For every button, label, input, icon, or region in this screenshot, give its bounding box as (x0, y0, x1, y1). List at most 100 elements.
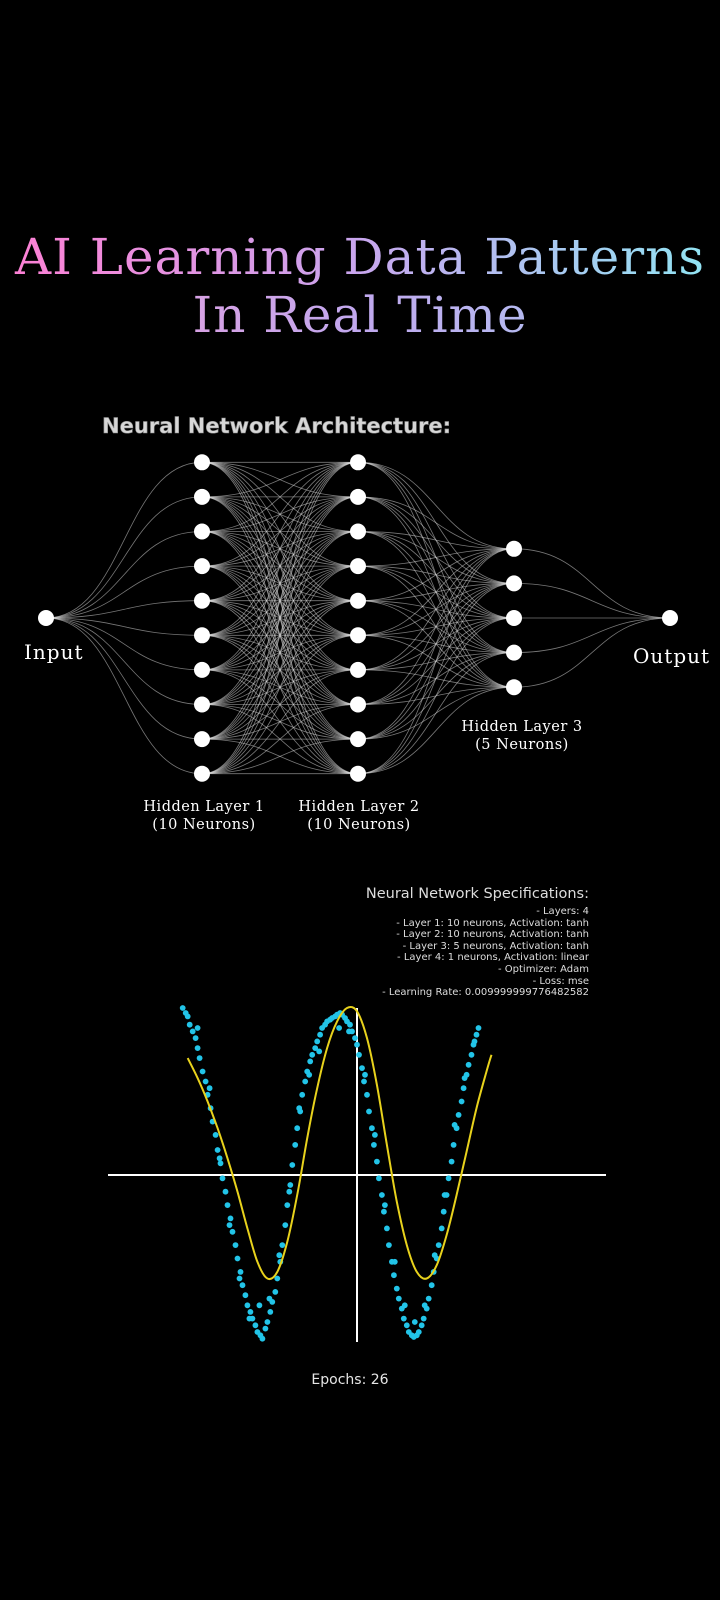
network-connection (357, 496, 515, 550)
neuron-hidden2-5 (350, 592, 366, 609)
data-point (354, 1041, 360, 1048)
data-point (227, 1215, 234, 1222)
data-point (306, 1071, 313, 1078)
data-point (196, 1055, 203, 1061)
network-connection (201, 461, 359, 532)
data-point (212, 1132, 219, 1138)
layer-label-hidden-3: Hidden Layer 3 (5 Neurons) (446, 718, 598, 754)
data-point (374, 1158, 380, 1165)
network-connection (513, 583, 671, 619)
data-point (314, 1038, 321, 1045)
neuron-output-1 (662, 610, 678, 626)
data-point (219, 1175, 226, 1182)
data-point (391, 1258, 398, 1265)
data-point (282, 1222, 289, 1228)
neuron-hidden2-4 (350, 558, 366, 575)
data-point (262, 1325, 269, 1332)
data-point (244, 1302, 251, 1309)
data-point (415, 1329, 422, 1335)
layer-label-hidden-2-count: (10 Neurons) (307, 817, 411, 833)
data-point (239, 1282, 246, 1289)
network-connection (45, 617, 203, 740)
data-point (309, 1051, 316, 1058)
data-point (224, 1202, 231, 1208)
data-point (289, 1162, 296, 1168)
neuron-hidden1-10 (194, 765, 210, 782)
network-connection (201, 461, 359, 602)
neuron-hidden1-9 (194, 731, 210, 748)
data-point (284, 1202, 291, 1208)
data-point (420, 1315, 427, 1322)
network-connection (201, 704, 359, 775)
data-point (451, 1122, 458, 1128)
network-connection (201, 461, 359, 671)
data-point (237, 1269, 244, 1275)
network-connection (201, 738, 359, 775)
data-point (352, 1035, 358, 1041)
fit-line-series (186, 1005, 493, 1281)
data-point (252, 1322, 259, 1329)
fit-line (186, 1005, 493, 1281)
data-point (401, 1302, 408, 1309)
network-connection (513, 617, 671, 688)
data-point (371, 1142, 377, 1148)
neuron-hidden1-3 (194, 523, 210, 540)
data-point (369, 1125, 375, 1132)
data-point (418, 1322, 425, 1329)
data-point (336, 1025, 342, 1031)
spec-line: - Layers: 4 (536, 906, 589, 917)
data-point (276, 1252, 283, 1259)
data-point (372, 1132, 378, 1138)
network-connection (201, 669, 359, 775)
neuron-hidden3-4 (506, 644, 522, 661)
network-connection (357, 548, 515, 705)
data-point (347, 1021, 353, 1028)
network-connection (45, 531, 203, 619)
neuron-hidden1-6 (194, 627, 210, 644)
layer-label-hidden-2: Hidden Layer 2 (10 Neurons) (283, 798, 435, 834)
network-connection (357, 548, 515, 671)
network-connection (357, 548, 515, 740)
network-connection (357, 548, 515, 602)
network-connection (357, 686, 515, 775)
data-point (381, 1208, 387, 1215)
data-point (229, 1228, 236, 1235)
data-point (267, 1309, 274, 1315)
neuron-hidden2-7 (350, 661, 366, 678)
data-point (445, 1175, 452, 1182)
data-point (435, 1242, 442, 1248)
network-connection (45, 617, 203, 636)
data-point (391, 1272, 397, 1279)
scatter-series (179, 1005, 482, 1342)
neuron-hidden1-7 (194, 661, 210, 678)
data-point (475, 1025, 482, 1031)
network-specifications: Neural Network Specifications: - Layers:… (366, 884, 589, 999)
network-connection (357, 548, 515, 775)
network-connection (201, 634, 359, 775)
spec-line: - Optimizer: Adam (498, 963, 589, 975)
data-point (296, 1105, 303, 1112)
data-point (361, 1078, 367, 1085)
network-connection (45, 565, 203, 619)
network-connection (45, 496, 203, 619)
neuron-hidden1-2 (194, 488, 210, 505)
network-connection (357, 548, 515, 567)
data-point (194, 1025, 201, 1031)
network-connection (357, 461, 515, 550)
spec-line: - Layer 2: 10 neurons, Activation: tanh (396, 929, 589, 941)
page-title-line-2: In Real Time (0, 286, 720, 344)
network-connection (357, 531, 515, 550)
data-point (214, 1147, 221, 1153)
data-point (242, 1292, 249, 1299)
data-point (286, 1188, 293, 1195)
data-point (179, 1005, 186, 1011)
data-point (450, 1142, 457, 1148)
neuron-hidden3-3 (506, 610, 522, 626)
neuron-hidden3-2 (506, 575, 522, 592)
data-point (448, 1158, 455, 1165)
data-point (274, 1275, 281, 1282)
data-point (411, 1319, 418, 1325)
data-point (292, 1142, 299, 1148)
data-point (226, 1222, 233, 1228)
